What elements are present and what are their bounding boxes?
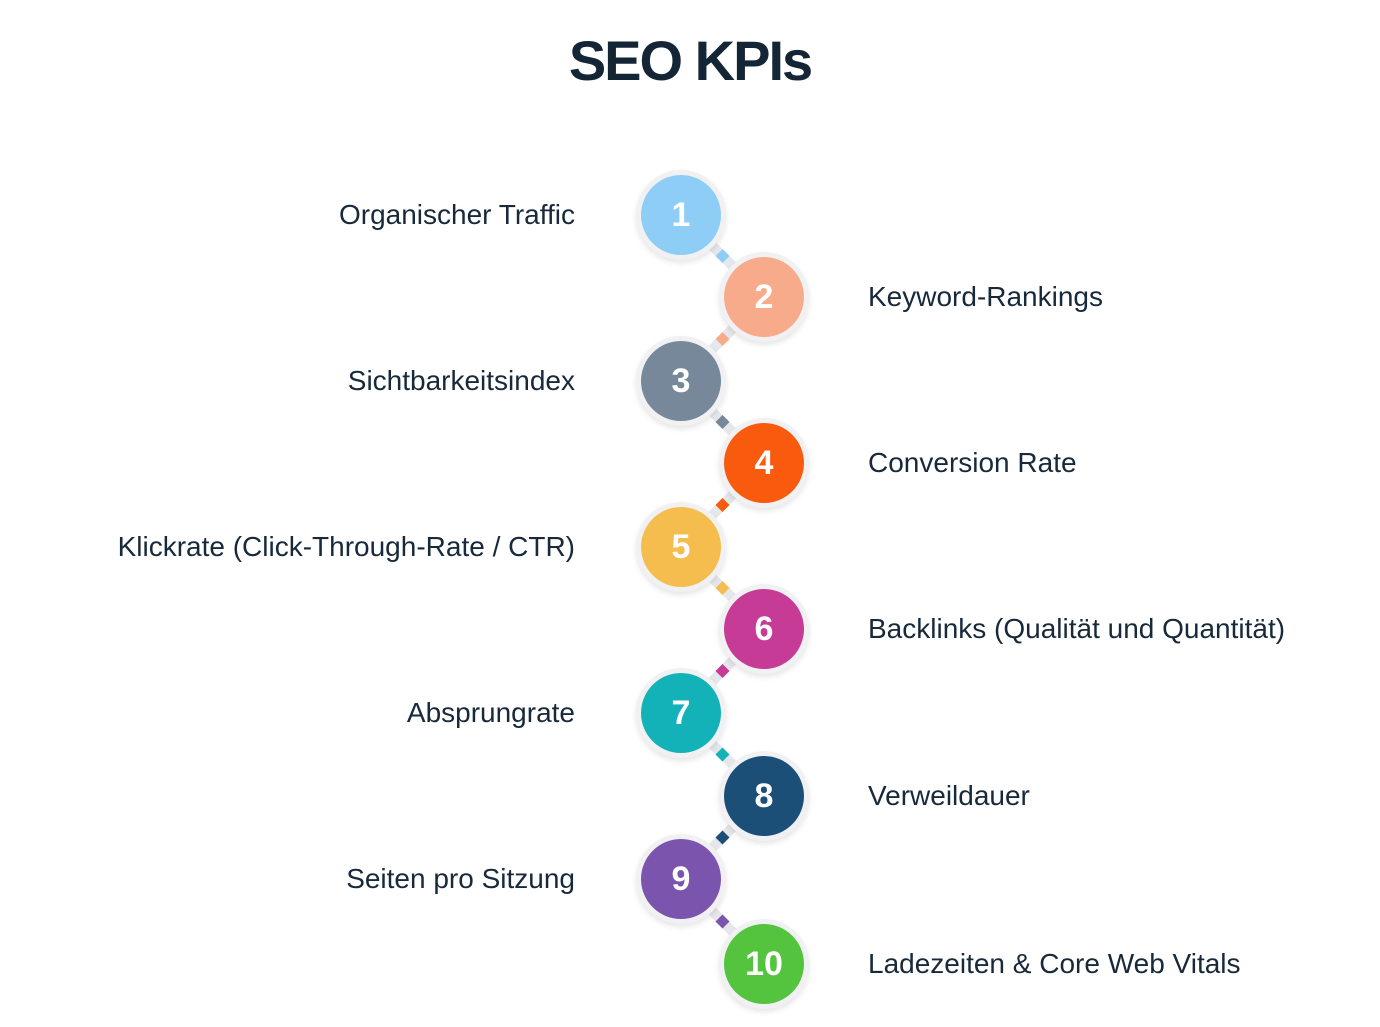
kpi-label: Ladezeiten & Core Web Vitals xyxy=(868,948,1241,979)
kpi-label: Conversion Rate xyxy=(868,447,1077,478)
kpi-label: Seiten pro Sitzung xyxy=(346,863,575,894)
connector-diamond xyxy=(715,581,730,595)
kpi-label: Klickrate (Click-Through-Rate / CTR) xyxy=(117,531,575,562)
kpi-label: Verweildauer xyxy=(868,780,1030,811)
kpi-label: Absprungrate xyxy=(406,697,575,728)
kpi-number-circle: 2 xyxy=(724,257,804,337)
kpi-number-circle: 1 xyxy=(641,175,721,255)
kpi-number-circle: 7 xyxy=(641,673,721,753)
kpi-label: Keyword-Rankings xyxy=(868,281,1103,312)
connector-diamond xyxy=(715,747,730,762)
connector-diamond xyxy=(715,664,730,678)
connector-diamond xyxy=(715,498,730,512)
kpi-number-circle: 9 xyxy=(641,839,721,919)
kpi-number-circle: 4 xyxy=(724,423,804,503)
connector-diamond xyxy=(715,332,730,346)
connector-diamond xyxy=(715,415,730,429)
kpi-number-circle: 8 xyxy=(724,756,804,836)
connector-diamond xyxy=(715,914,730,929)
connector-diamond xyxy=(715,249,730,263)
kpi-label: Sichtbarkeitsindex xyxy=(347,365,575,396)
page-title: SEO KPIs xyxy=(568,29,813,92)
kpi-number-circle: 6 xyxy=(724,589,804,669)
connector-diamond xyxy=(715,830,730,845)
kpi-number-circle: 5 xyxy=(641,507,721,587)
kpi-number-circle: 3 xyxy=(641,341,721,421)
kpi-label: Backlinks (Qualität und Quantität) xyxy=(868,613,1286,644)
kpi-number-circle: 10 xyxy=(724,924,804,1004)
kpi-label: Organischer Traffic xyxy=(338,199,575,230)
